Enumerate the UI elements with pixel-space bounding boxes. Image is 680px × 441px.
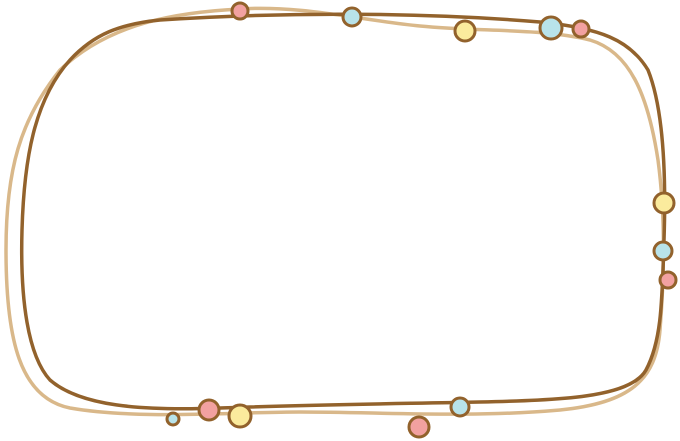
- bead-dot-pink: [571, 19, 591, 39]
- bead-dot-blue: [538, 15, 564, 41]
- bead-dot-blue: [652, 240, 674, 262]
- bead-dot-pink: [197, 398, 221, 422]
- bead-dot-pink: [230, 1, 250, 21]
- bead-dot-yellow: [652, 191, 676, 215]
- bead-group: [165, 1, 678, 439]
- bead-dot-blue: [165, 411, 181, 427]
- inner-loop-line: [19, 12, 667, 411]
- bead-dot-pink: [658, 270, 678, 290]
- bead-dot-blue: [341, 6, 363, 28]
- bead-dot-yellow: [227, 403, 253, 429]
- outer-loop-line: [4, 6, 666, 417]
- bead-dot-blue: [449, 396, 471, 418]
- bead-dot-yellow: [453, 19, 477, 43]
- bead-dot-pink: [407, 415, 431, 439]
